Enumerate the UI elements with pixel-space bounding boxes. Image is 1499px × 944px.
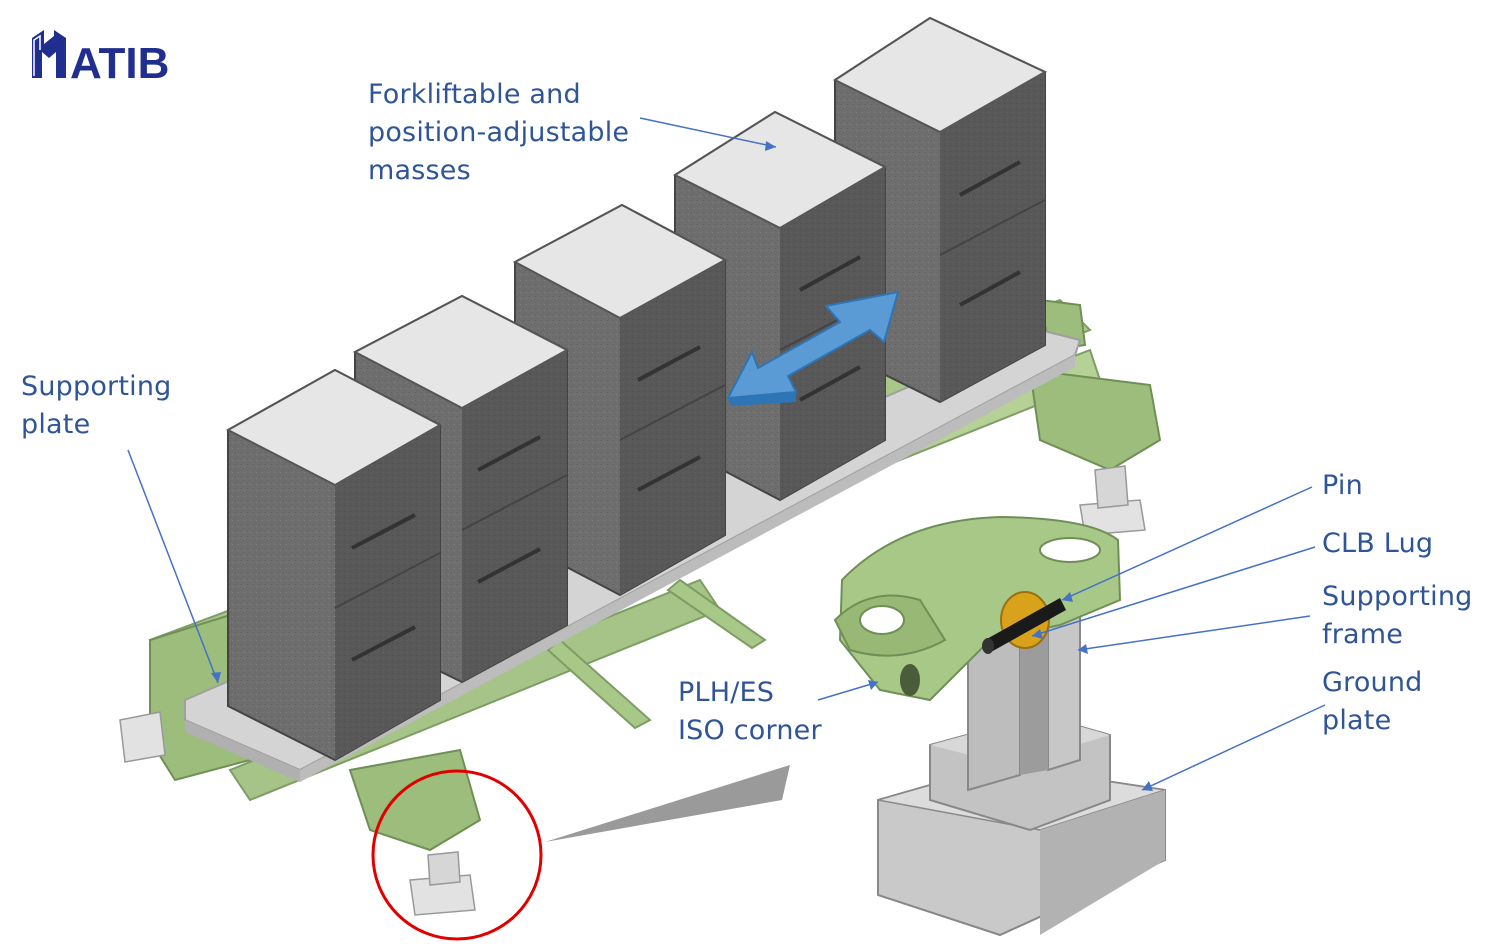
- mass-stack-1: [225, 368, 443, 762]
- detail-view: [833, 515, 1166, 937]
- supporting-plate-label: Supporting plate: [21, 371, 172, 440]
- atib-logo: ATIB: [32, 30, 169, 88]
- clb-lug-label: CLB Lug: [1322, 528, 1434, 559]
- logo-text: ATIB: [70, 39, 169, 88]
- pin-label: Pin: [1322, 470, 1363, 501]
- supporting-frame-label: Supporting frame: [1322, 581, 1473, 650]
- ground-plate-label: Ground plate: [1322, 667, 1423, 736]
- double-headed-arrow-icon: [726, 290, 900, 406]
- highlight-circle-icon: [371, 769, 543, 941]
- iso-corner-label: PLH/ES ISO corner: [678, 677, 822, 746]
- masses-label: Forkliftable and position-adjustable mas…: [368, 79, 630, 186]
- zoom-wedge: [545, 765, 790, 842]
- leader-arrowheads: [211, 141, 1153, 791]
- leader-lines: [127, 117, 1326, 791]
